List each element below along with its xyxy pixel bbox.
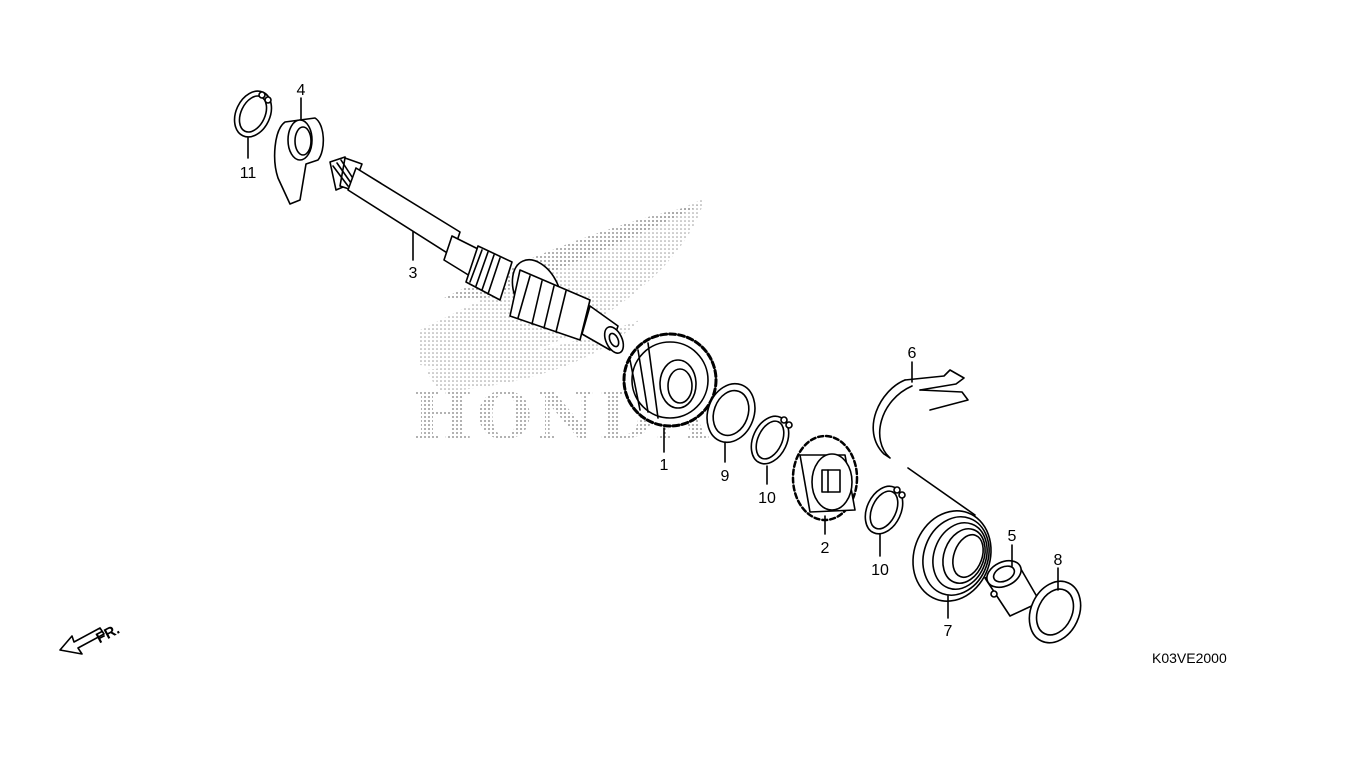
front-direction-arrow-icon [59,627,105,655]
washer-part-9 [706,382,756,444]
label-part-6: 6 [908,345,917,362]
washer-part-8 [1028,580,1082,644]
label-part-8: 8 [1054,552,1063,569]
shaft-part-3 [329,156,625,354]
label-part-9: 9 [721,468,730,485]
diagram-code: K03VE2000 [1152,650,1227,666]
label-part-11: 11 [240,165,257,182]
label-part-10-lower: 10 [871,562,889,579]
label-part-3: 3 [409,265,418,282]
collar-part-5 [984,559,1041,617]
label-part-2: 2 [821,540,830,557]
ratchet-part-2 [791,434,859,522]
spring-clip-part-6 [872,369,969,459]
coil-spring-part-7 [907,467,992,602]
label-part-7: 7 [944,623,953,640]
circlip-part-10-upper [750,415,793,465]
front-direction-label: FR. [93,621,122,647]
spindle-arm-part-4 [273,117,325,205]
gear-part-1 [622,332,718,428]
label-part-4: 4 [297,82,306,99]
label-part-10-upper: 10 [758,490,776,507]
circlip-part-11 [233,90,273,138]
label-part-1: 1 [660,457,669,474]
label-part-5: 5 [1008,528,1017,545]
circlip-part-10-lower [864,485,906,535]
